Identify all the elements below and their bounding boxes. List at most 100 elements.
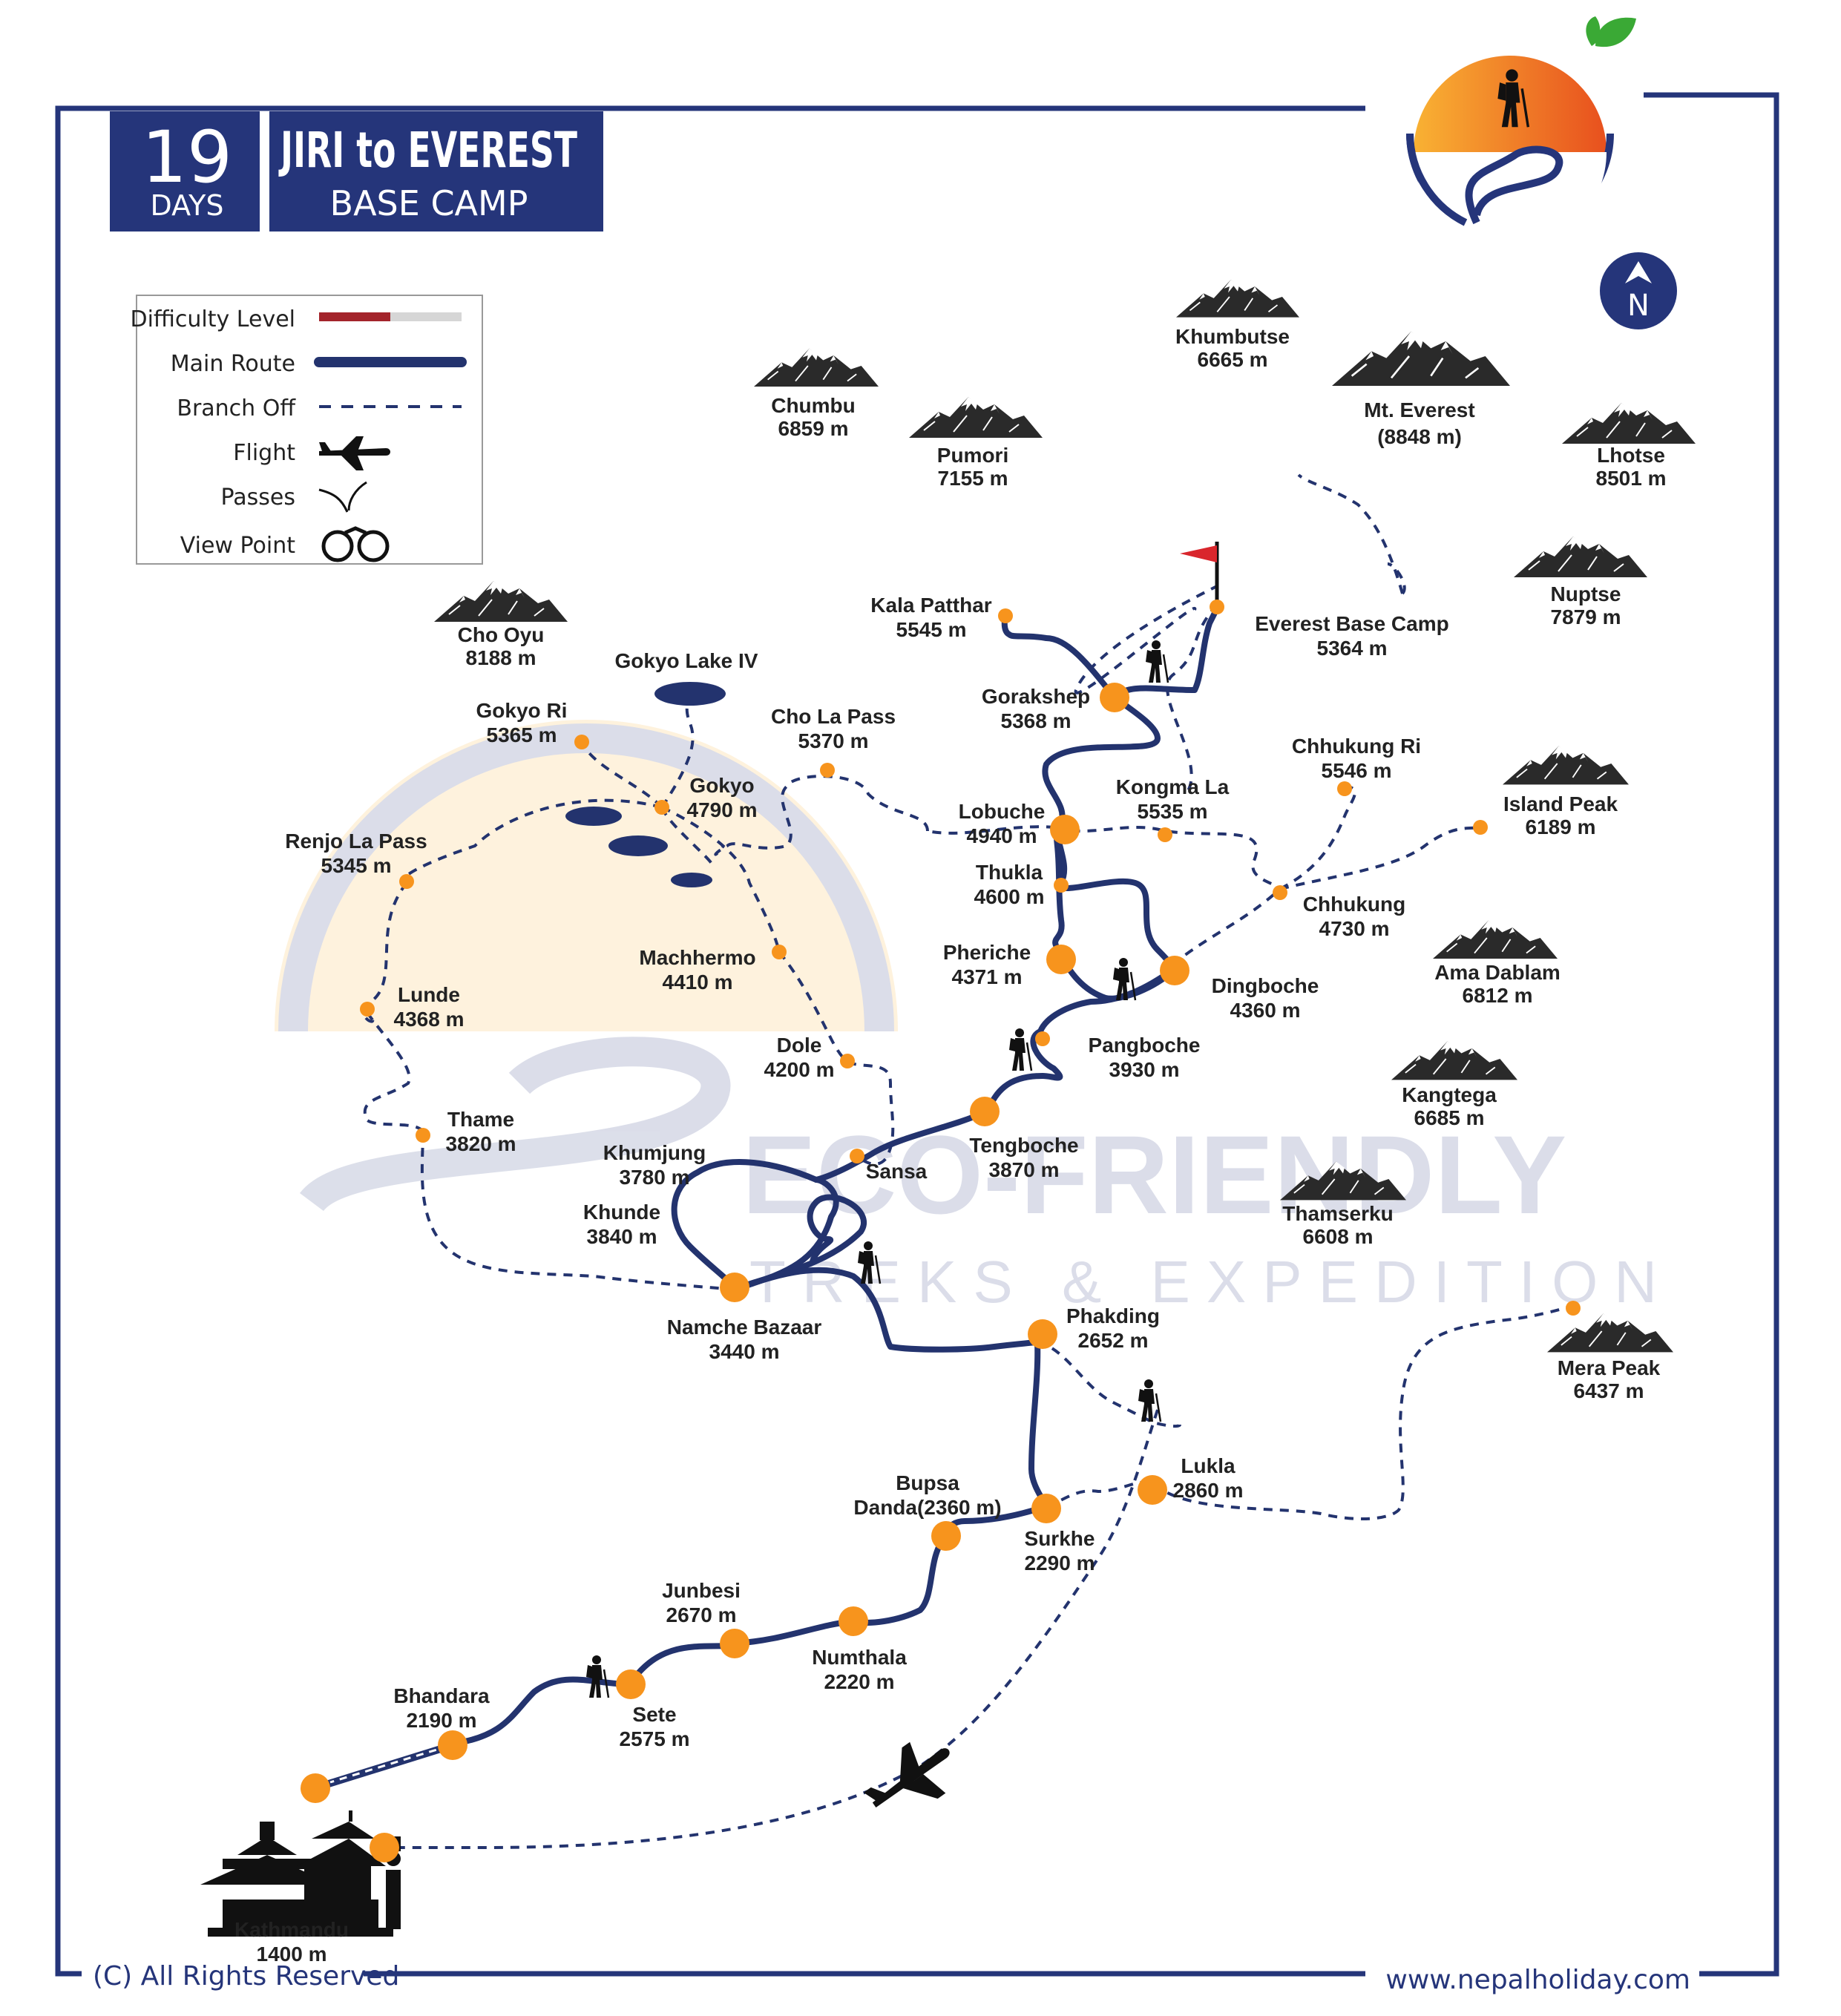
waypoint-island-peak — [1473, 820, 1488, 835]
peak-name: Mera Peak — [1558, 1356, 1661, 1379]
website-link[interactable]: www.nepalholiday.com — [1385, 1965, 1690, 1995]
peak-name: Kangtega — [1402, 1083, 1497, 1106]
waypoint-machhermo — [772, 945, 787, 959]
place-name: Gorakshep — [982, 685, 1090, 708]
place-name: Tengboche — [969, 1134, 1078, 1157]
waypoint-lukla — [1138, 1475, 1167, 1505]
waypoint-tengboche — [970, 1097, 1000, 1126]
place-name: Bhandara — [393, 1684, 490, 1707]
days-label: DAYS — [151, 189, 224, 222]
place-name: Gokyo Ri — [476, 699, 568, 722]
mountain-icon — [1176, 279, 1299, 318]
mountain-icon — [434, 580, 568, 622]
peak-name: Pumori — [937, 444, 1008, 467]
place-name: Gokyo Lake IV — [615, 649, 758, 672]
legend-passes-label: Passes — [221, 485, 295, 510]
peak-name: Ama Dablam — [1434, 961, 1561, 984]
place-altitude: 3820 m — [446, 1132, 516, 1155]
north-arrow-icon — [1625, 261, 1652, 283]
place-altitude: 5365 m — [487, 723, 557, 746]
place-altitude: 4200 m — [764, 1058, 835, 1081]
waypoint-mera-peak — [1566, 1301, 1581, 1316]
peak-altitude: 6812 m — [1463, 984, 1533, 1007]
difficulty-bar — [319, 312, 390, 321]
legend-flight-label: Flight — [233, 440, 295, 466]
title-box — [269, 111, 603, 232]
waypoint-kala-patthar — [998, 608, 1013, 623]
place-altitude: 5370 m — [798, 729, 869, 752]
peak-altitude: 6859 m — [778, 417, 849, 440]
place-name: Khumjung — [603, 1141, 706, 1164]
hiker-icon — [1144, 640, 1169, 684]
waypoint-gokyo — [654, 800, 669, 815]
watermark-line2: TREKS & EXPEDITION — [749, 1249, 1673, 1315]
legend-view-point-label: View Point — [180, 533, 295, 559]
waypoint-chhukung-ri — [1337, 781, 1352, 796]
peak-altitude: 7155 m — [938, 467, 1008, 490]
place-altitude: 2575 m — [620, 1727, 690, 1750]
hiker-icon — [1008, 1028, 1033, 1072]
legend-difficulty-label: Difficulty Level — [130, 306, 295, 332]
place-name: Gokyo — [689, 774, 754, 797]
days-number: 19 — [142, 116, 232, 199]
title-line2: BASE CAMP — [330, 183, 528, 223]
waypoint-thame — [416, 1128, 430, 1143]
place-name: Kala Patthar — [870, 594, 991, 617]
place-altitude: 2220 m — [824, 1670, 895, 1693]
waypoint-surkhe — [1031, 1494, 1061, 1523]
company-logo — [1406, 16, 1636, 249]
place-name: Dingboche — [1212, 974, 1319, 997]
mountain-icon — [1547, 1313, 1673, 1353]
waypoint-thukla — [1054, 878, 1069, 893]
waypoint-dole — [840, 1054, 855, 1068]
title-line1: JIRI to EVEREST — [278, 122, 577, 179]
place-name: Kathmandu — [234, 1918, 349, 1941]
place-altitude: Danda(2360 m) — [853, 1496, 1001, 1519]
waypoint-start — [301, 1773, 330, 1803]
place-name: Sete — [632, 1703, 676, 1726]
peak-altitude: 6685 m — [1414, 1106, 1485, 1129]
peak-name: Lhotse — [1597, 444, 1665, 467]
waypoint-phakding — [1028, 1319, 1057, 1349]
place-altitude: 3840 m — [587, 1225, 657, 1248]
waypoint-pheriche — [1046, 945, 1076, 974]
place-altitude: 4730 m — [1319, 917, 1390, 940]
peak-altitude: (8848 m) — [1377, 425, 1462, 448]
waypoint-kathmandu-airport — [370, 1833, 399, 1862]
branch-routes — [362, 473, 1574, 1849]
airplane-icon — [863, 1741, 950, 1807]
place-altitude: 3780 m — [620, 1166, 690, 1189]
lake — [608, 835, 668, 856]
place-name: Thukla — [976, 861, 1043, 884]
place-altitude: 4360 m — [1230, 999, 1301, 1022]
legend-branch-off-label: Branch Off — [177, 395, 296, 421]
legend-main-route-label: Main Route — [171, 351, 295, 377]
waypoint-junbesi — [720, 1629, 749, 1658]
place-name: Namche Bazaar — [667, 1316, 822, 1339]
title-block: 19 DAYS JIRI to EVEREST BASE CAMP — [110, 111, 603, 232]
place-altitude: 2860 m — [1173, 1479, 1244, 1502]
place-altitude: 5345 m — [321, 854, 392, 877]
days-box — [110, 111, 260, 232]
peak-altitude: 6608 m — [1303, 1225, 1374, 1248]
place-name: Lunde — [398, 983, 460, 1006]
peak-name: Chumbu — [771, 394, 856, 417]
place-name: Numthala — [812, 1646, 907, 1669]
waypoint-lunde — [360, 1002, 375, 1017]
place-altitude: 3440 m — [709, 1340, 780, 1363]
place-altitude: 4410 m — [663, 971, 733, 994]
peak-altitude: 7879 m — [1551, 605, 1621, 628]
place-altitude: 5368 m — [1001, 709, 1072, 732]
place-name: Renjo La Pass — [285, 830, 427, 853]
waypoint-everest-base-camp — [1210, 600, 1224, 614]
place-name: Chhukung — [1303, 893, 1405, 916]
waypoint-bupsa-danda — [931, 1521, 961, 1551]
place-name: Pangboche — [1089, 1034, 1201, 1057]
copyright-text: (C) All Rights Reserved — [93, 1961, 399, 1992]
place-altitude: 2190 m — [407, 1709, 477, 1732]
waypoint-sansa — [850, 1149, 864, 1163]
mountain-icon — [1514, 536, 1647, 577]
place-altitude: 2652 m — [1078, 1329, 1149, 1352]
place-labels: Kala Patthar 5545 m Everest Base Camp 53… — [234, 594, 1449, 1966]
place-name: Junbesi — [662, 1579, 741, 1602]
